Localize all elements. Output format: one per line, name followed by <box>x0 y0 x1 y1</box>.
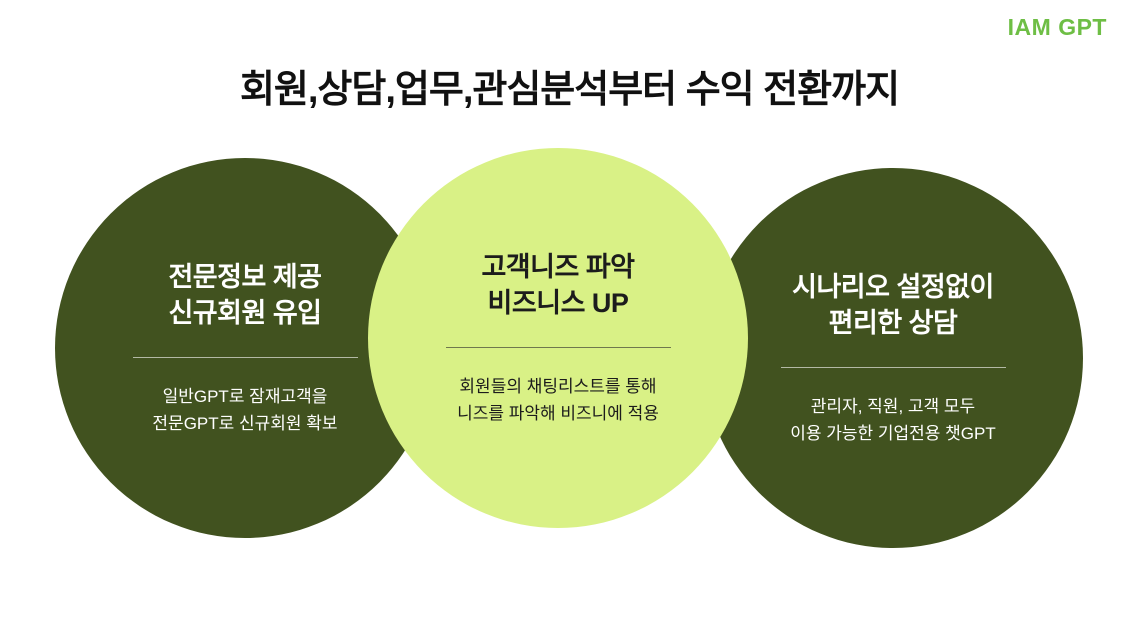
circle-body-easy-consulting: 관리자, 직원, 고객 모두 이용 가능한 기업전용 챗GPT <box>790 396 996 443</box>
circle-title-easy-consulting: 시나리오 설정없이 편리한 상담 <box>792 271 994 339</box>
circle-title-new-member-inflow: 전문정보 제공 신규회원 유입 <box>168 261 322 329</box>
page-title: 회원,상담,업무,관심분석부터 수익 전환까지 <box>239 69 900 111</box>
divider-line <box>445 346 671 348</box>
brand-logo: IAM GPT <box>1007 14 1107 40</box>
circle-easy-consulting: 시나리오 설정없이 편리한 상담 관리자, 직원, 고객 모두 이용 가능한 기… <box>703 168 1083 548</box>
circle-title-customer-needs: 고객니즈 파악 비즈니스 UP <box>481 251 635 319</box>
circle-body-customer-needs: 회원들의 채팅리스트를 통해 니즈를 파악해 비즈니에 적용 <box>457 376 659 423</box>
divider-line <box>132 356 358 358</box>
circle-customer-needs: 고객니즈 파악 비즈니스 UP 회원들의 채팅리스트를 통해 니즈를 파악해 비… <box>368 148 748 528</box>
divider-line <box>780 366 1006 368</box>
circle-body-new-member-inflow: 일반GPT로 잠재고객을 전문GPT로 신규회원 확보 <box>152 386 338 433</box>
